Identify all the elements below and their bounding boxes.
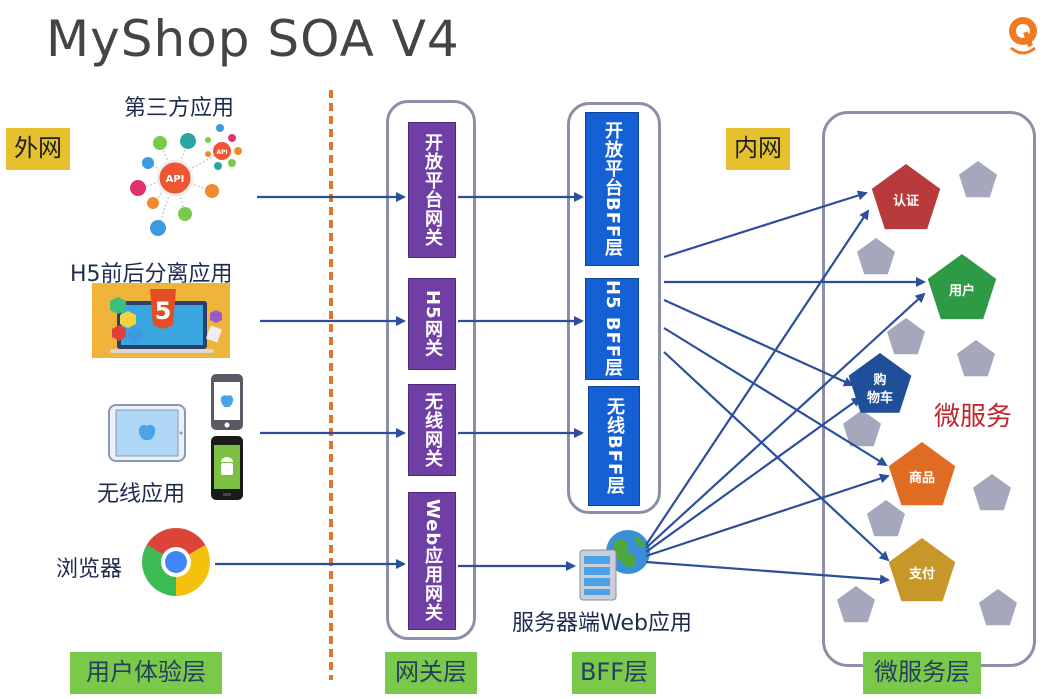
placeholder-service-icon — [979, 589, 1017, 626]
bff-wireless[interactable]: 无线BFF层 — [588, 386, 640, 506]
service-label: 用户 — [948, 283, 975, 299]
svg-text:API: API — [216, 149, 227, 156]
gateway-open-platform[interactable]: 开放平台网关 — [408, 122, 456, 258]
placeholder-service-icon — [973, 474, 1011, 511]
orange-q-logo-icon — [1005, 14, 1041, 58]
gateway-group — [386, 100, 476, 640]
placeholder-service-icon — [887, 318, 925, 355]
service-0[interactable] — [871, 164, 941, 230]
page-title: MyShop SOA V4 — [46, 10, 460, 68]
iphone-icon — [210, 373, 244, 431]
flow-arrow — [663, 298, 854, 387]
gateway-web-app[interactable]: Web应用网关 — [408, 492, 456, 630]
placeholder-service-icon — [867, 500, 905, 537]
network-divider — [329, 90, 333, 680]
server-globe-icon — [572, 530, 652, 602]
service-label: 商品 — [909, 470, 935, 486]
gateway-h5[interactable]: H5网关 — [408, 278, 456, 370]
html5-laptop-icon: 5 — [92, 283, 230, 358]
layer-tag-microservice: 微服务层 — [863, 652, 981, 694]
flow-arrow — [645, 396, 862, 553]
flow-arrow — [645, 209, 870, 546]
chrome-browser-icon — [140, 526, 212, 598]
bff-open-platform[interactable]: 开放平台BFF层 — [585, 112, 639, 266]
service-label: 支付 — [908, 566, 935, 582]
service-label: 认证 — [893, 193, 919, 209]
api-network-icon: API API — [120, 118, 250, 248]
client-label-wireless: 无线应用 — [97, 482, 186, 507]
placeholder-service-icon — [843, 410, 881, 447]
flow-arrow — [663, 190, 868, 259]
placeholder-service-icon — [957, 340, 995, 377]
placeholder-service-icon — [857, 238, 895, 275]
android-phone-icon — [210, 435, 244, 501]
layer-tag-gateway: 网关层 — [385, 652, 477, 694]
client-label-third-party: 第三方应用 — [124, 96, 235, 121]
client-label-browser: 浏览器 — [56, 557, 123, 582]
service-4[interactable] — [888, 538, 956, 602]
flow-arrow — [663, 351, 890, 562]
placeholder-service-icon — [837, 586, 875, 623]
bff-h5[interactable]: H5 BFF层 — [585, 278, 639, 380]
service-2[interactable] — [848, 353, 912, 413]
flow-arrow — [645, 292, 926, 549]
server-web-app-label: 服务器端Web应用 — [512, 611, 692, 636]
service-label: 购物车 — [867, 372, 893, 406]
layer-tag-bff: BFF层 — [572, 652, 656, 694]
service-1[interactable] — [927, 254, 997, 320]
layer-tag-user-experience: 用户体验层 — [70, 652, 222, 694]
microservice-label: 微服务 — [934, 402, 1013, 432]
service-3[interactable] — [888, 442, 956, 506]
svg-text:5: 5 — [155, 297, 172, 325]
client-label-h5: H5前后分离应用 — [70, 262, 233, 287]
tablet-icon — [108, 404, 186, 462]
flow-arrow — [645, 560, 890, 585]
bff-group — [567, 102, 661, 514]
placeholder-service-icon — [959, 161, 997, 198]
gateway-wireless[interactable]: 无线网关 — [408, 384, 456, 476]
flow-arrow — [645, 473, 890, 558]
svg-text:API: API — [166, 174, 185, 185]
external-network-tag: 外网 — [6, 128, 70, 170]
internal-network-tag: 内网 — [726, 128, 790, 170]
flow-arrow — [663, 327, 888, 467]
